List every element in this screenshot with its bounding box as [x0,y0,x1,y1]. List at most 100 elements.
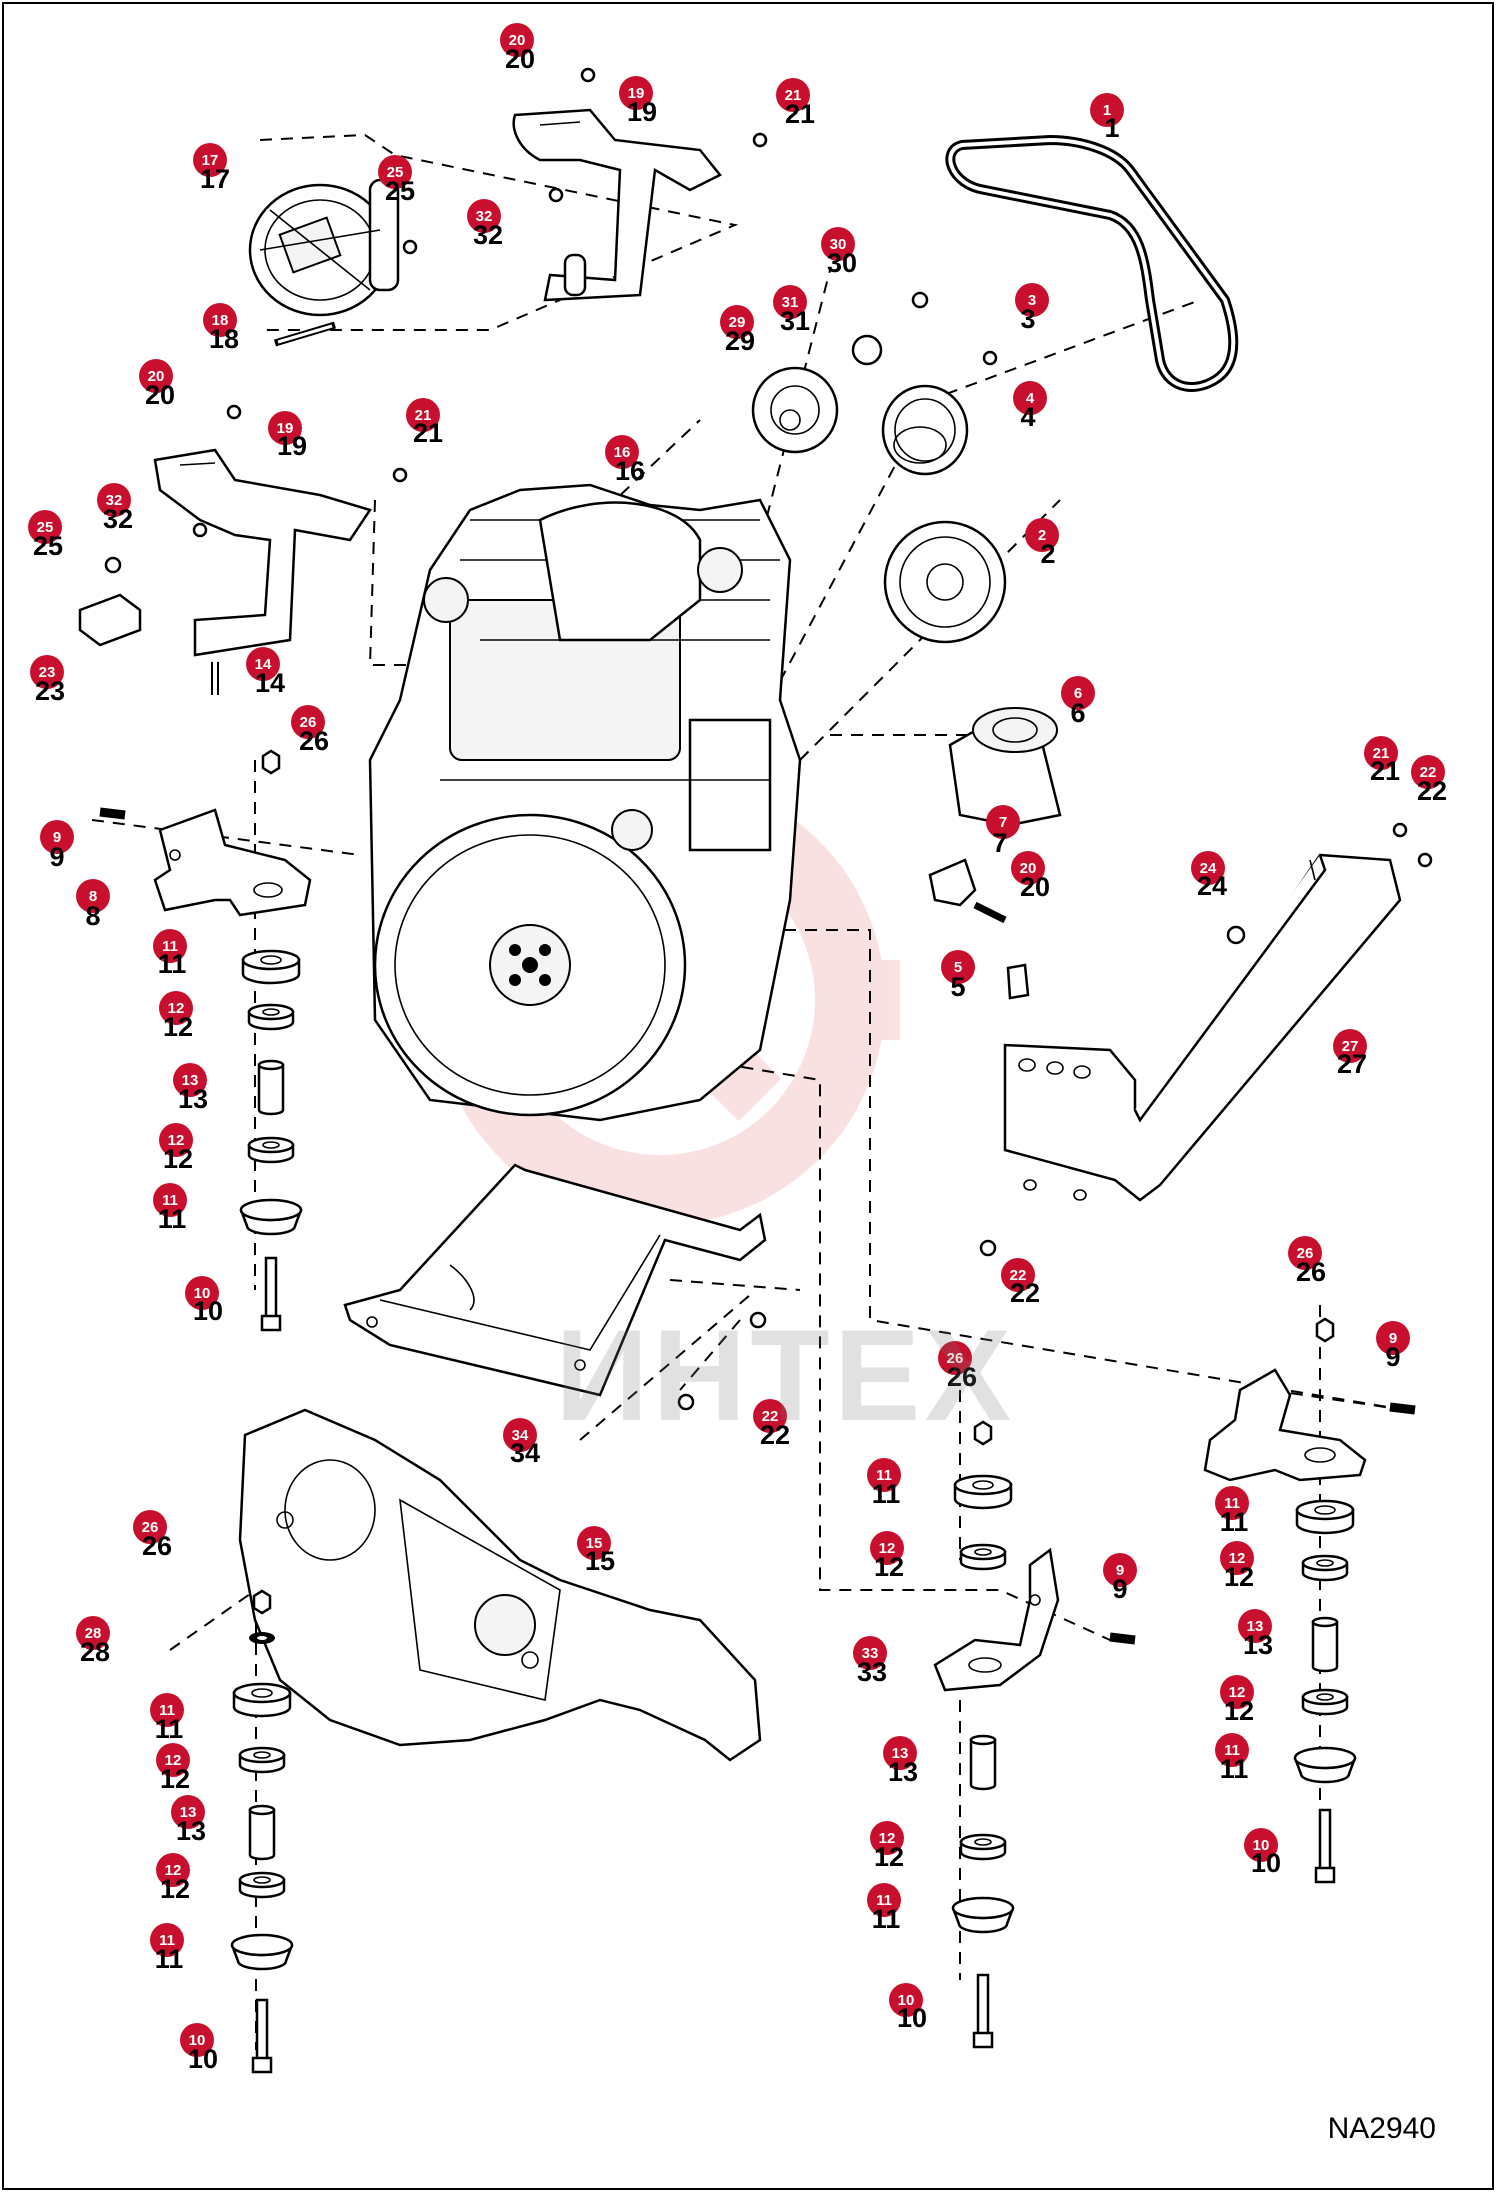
callout-badge [941,950,975,984]
callout-label: 11 [1220,1754,1249,1784]
callout-badge-number: 13 [182,1072,199,1089]
callout-badge [76,1616,110,1650]
washer [238,1871,286,1899]
callout-badge-number: 33 [862,1645,879,1662]
callout-badge [1411,755,1445,789]
callout-label: 10 [188,2044,218,2074]
callout-label: 18 [209,324,239,354]
callout-badge-number: 20 [1020,860,1037,877]
hex-nut [973,1420,993,1446]
alternator-bracket-lower [153,448,372,657]
callout-badge-number: 16 [614,444,631,461]
callout-badge-number: 11 [159,1932,175,1949]
callout-label: 15 [585,1546,615,1576]
long-bolt [260,1256,282,1332]
callout-badge-number: 5 [954,959,962,976]
callout-badge-number: 9 [53,829,61,846]
callout-label: 26 [1296,1257,1326,1287]
callout-label: 26 [947,1362,977,1392]
flat-washer [249,1632,275,1644]
gear-case-cover [238,1408,762,1762]
callout-badge-number: 19 [628,85,645,102]
callout-badge-number: 11 [162,1192,178,1209]
callout-badge [1013,381,1047,415]
callout-badge [986,805,1020,839]
small-bolts [104,67,1433,1411]
callout-badge [867,1883,901,1917]
callout-label: 10 [193,1296,223,1326]
callout-label: 13 [178,1084,208,1114]
callout-label: 10 [1251,1848,1281,1878]
callout-badge [156,1743,190,1777]
callout-badge [500,23,534,57]
callout-badge-number: 11 [876,1892,892,1909]
callout-label: 22 [1417,776,1447,806]
callout-badge-number: 10 [1253,1837,1270,1854]
callout-badge [156,1853,190,1887]
callout-badge [1103,1553,1137,1587]
callout-badge-number: 32 [106,492,123,509]
callout-badge-number: 20 [148,368,165,385]
crankshaft-pulley [883,520,1007,644]
callout-badge [1015,283,1049,317]
callout-label: 32 [473,220,503,250]
callout-label: 12 [1224,1562,1254,1592]
callout-label: 12 [160,1874,190,1904]
callout-label: 12 [160,1764,190,1794]
callout-8: 88 [76,879,110,931]
callout-badge-number: 11 [162,938,178,955]
callout-badge-number: 12 [165,1862,182,1879]
callout-label: 25 [385,176,415,206]
callout-badge-number: 1 [1103,102,1111,119]
callout-label: 12 [163,1144,193,1174]
callout-badge-number: 12 [168,1132,185,1149]
alternator-bracket-upper [512,108,722,302]
callout-badge [720,305,754,339]
callout-badge [30,655,64,689]
callout-label: 10 [897,2003,927,2033]
callout-badge [773,285,807,319]
engine-mount-bracket-left [153,808,312,917]
callout-badge [180,2023,214,2057]
callout-2: 22 [1025,518,1059,569]
callout-badge-number: 25 [37,519,54,536]
hex-nut [252,1589,272,1615]
spacer-sleeve [969,1734,997,1791]
callout-badge-number: 12 [165,1752,182,1769]
callout-badge [883,1736,917,1770]
callout-badge [619,76,653,110]
callout-7: 77 [986,805,1020,858]
hex-nut [261,749,281,775]
hex-nut [1315,1317,1335,1343]
exhaust-heat-shield [1003,853,1402,1202]
callout-label: 11 [158,1204,187,1234]
callout-badge-number: 31 [782,294,799,311]
callout-label: 20 [145,380,175,410]
callout-label: 34 [510,1438,540,1468]
callout-badge-number: 9 [1116,1562,1124,1579]
callout-label: 1 [1104,113,1119,143]
washer [1301,1688,1349,1716]
